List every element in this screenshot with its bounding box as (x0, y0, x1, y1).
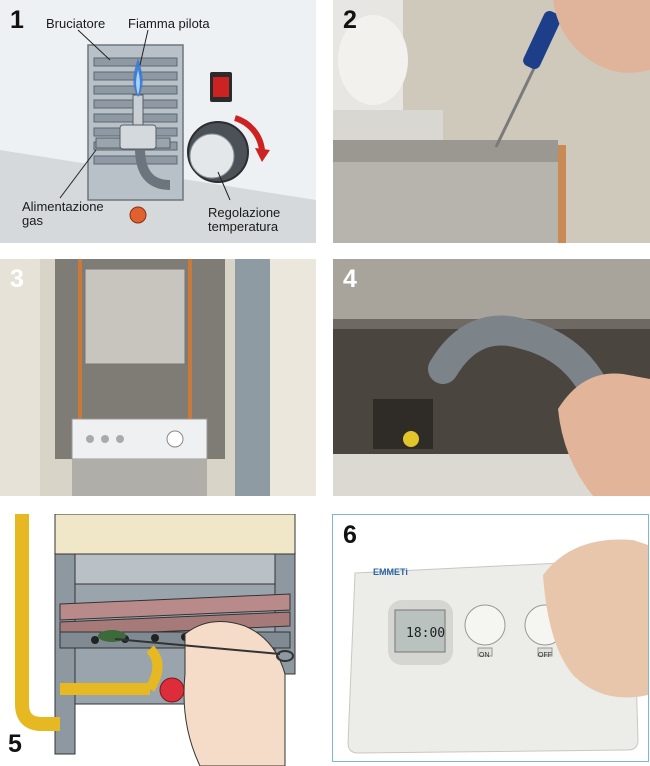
cleaning-wire (114, 638, 281, 655)
panel-number-5: 5 (8, 730, 22, 758)
vacuum-hose (428, 315, 618, 424)
panel-1-diagram: 1 Bruciatore Fiamma pilota Alimentazione… (0, 0, 316, 243)
boiler-control-panel (71, 418, 208, 460)
on-dial (464, 604, 506, 646)
yellow-valve (403, 431, 419, 447)
rotation-arrow (234, 115, 265, 151)
gas-indicator-light (129, 206, 147, 224)
panel-6-photo: 6 EMMETi 18:00 ON OFF (332, 514, 649, 762)
label-temp-control-line2: temperatura (208, 219, 279, 234)
boiler-diagram-illustration (0, 0, 316, 243)
label-gas-supply-line2: gas (22, 213, 43, 228)
label-gas-supply-line1: Alimentazione (22, 199, 104, 214)
panel-5-diagram: 5 (0, 514, 316, 766)
thermostat-photo (333, 515, 648, 761)
panel-2-photo: 2 (333, 0, 650, 243)
panel-number-6: 6 (343, 521, 357, 549)
burner-cleaning-illustration (0, 514, 316, 766)
hand (553, 0, 650, 73)
panel-number-2: 2 (343, 6, 357, 34)
panel-3-photo: 3 (0, 259, 316, 496)
red-knob (159, 677, 185, 703)
off-label: OFF (538, 652, 552, 659)
on-label: ON (479, 652, 490, 659)
label-temp-control-line1: Regolazione (208, 205, 281, 220)
thermostat-brand: EMMETi (373, 567, 408, 577)
open-boiler-photo (0, 259, 316, 496)
yellow-gas-pipe (15, 514, 60, 731)
panel-number-1: 1 (10, 6, 24, 34)
panel-number-3: 3 (10, 265, 24, 293)
screwdriver-shaft (494, 59, 540, 148)
hose-cleaning-photo (333, 259, 650, 496)
lcd-display (394, 609, 446, 653)
screwdriver-handle (523, 10, 561, 70)
thermostat-display-time: 18:00 (406, 626, 446, 641)
label-pilot-flame: Fiamma pilota (128, 16, 210, 31)
screwdriver-photo (333, 0, 650, 243)
panel-number-4: 4 (343, 265, 357, 293)
label-burner: Bruciatore (46, 16, 106, 31)
combustion-chamber (84, 268, 186, 365)
hand (558, 373, 650, 496)
panel-4-photo: 4 (333, 259, 650, 496)
hand (543, 539, 648, 698)
